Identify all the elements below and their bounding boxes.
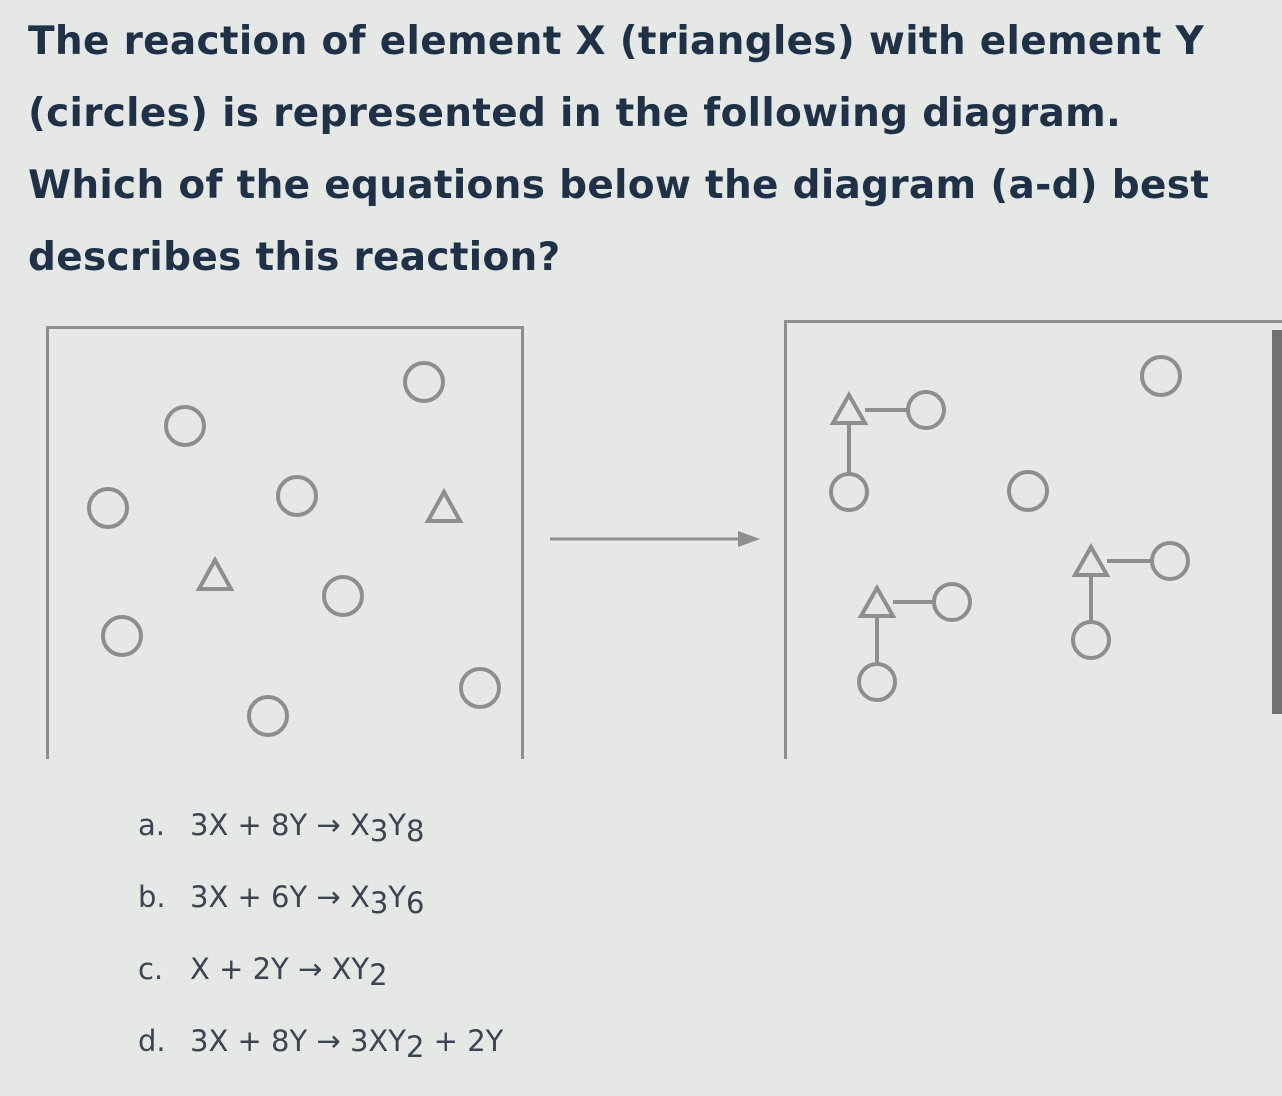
reactant-circle bbox=[459, 667, 501, 709]
scrollbar-edge bbox=[1272, 330, 1282, 714]
arrow-head-icon bbox=[738, 531, 760, 547]
choice-letter: b. bbox=[138, 880, 166, 914]
product-molecule bbox=[857, 582, 972, 702]
product-molecule bbox=[829, 390, 946, 512]
reactant-circle bbox=[87, 487, 129, 529]
reactant-circle bbox=[403, 361, 445, 403]
choice-letter: a. bbox=[138, 808, 165, 842]
product-molecule bbox=[1071, 541, 1190, 660]
question-text: The reaction of element X (triangles) wi… bbox=[28, 19, 1210, 280]
answer-choices: a. 3X + 8Y → X3Y8 b. 3X + 6Y → X3Y6 c. X… bbox=[138, 808, 503, 1096]
choice-equation: 3X + 8Y → X3Y8 bbox=[190, 808, 425, 848]
products-box bbox=[784, 320, 1282, 759]
choice-equation: 3X + 8Y → 3XY2 + 2Y bbox=[190, 1024, 504, 1064]
product-circle bbox=[1140, 355, 1182, 397]
reactants-box bbox=[46, 326, 524, 759]
choice-b[interactable]: b. 3X + 6Y → X3Y6 bbox=[138, 880, 503, 952]
choice-equation: 3X + 6Y → X3Y6 bbox=[190, 880, 425, 920]
reactant-triangle bbox=[424, 487, 464, 523]
choice-a[interactable]: a. 3X + 8Y → X3Y8 bbox=[138, 808, 503, 880]
reactant-circle bbox=[322, 575, 364, 617]
product-circle bbox=[1007, 470, 1049, 512]
reactant-triangle bbox=[195, 555, 235, 591]
choice-letter: d. bbox=[138, 1024, 166, 1058]
reactant-circle bbox=[247, 695, 289, 737]
choice-letter: c. bbox=[138, 952, 164, 986]
choice-d[interactable]: d. 3X + 8Y → 3XY2 + 2Y bbox=[138, 1024, 503, 1096]
reactant-circle bbox=[164, 405, 206, 447]
choice-equation: X + 2Y → XY2 bbox=[190, 952, 388, 992]
reactant-circle bbox=[276, 475, 318, 517]
choice-c[interactable]: c. X + 2Y → XY2 bbox=[138, 952, 503, 1024]
reactant-circle bbox=[101, 615, 143, 657]
